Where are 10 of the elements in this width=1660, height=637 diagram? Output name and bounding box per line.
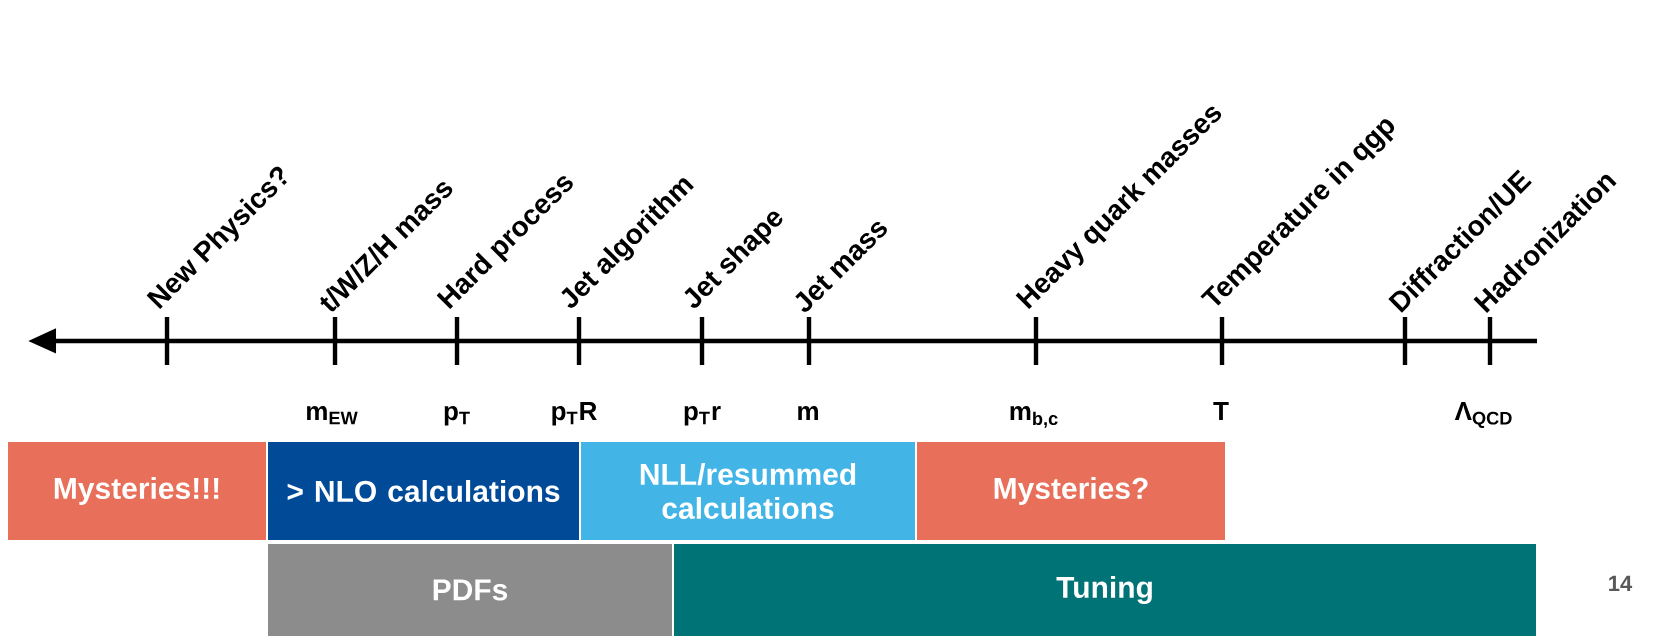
label-box: PDFs [266,542,674,637]
label-box: Tuning [672,542,1538,637]
page-number: 14 [1609,575,1633,591]
scale-value: Λ$_{QCD}$ [1454,402,1512,428]
scale-value: p$_{T}$R [552,402,597,426]
scale-value: m$_{EW}$ [307,406,358,425]
label-box: Mysteries!!! [6,440,268,542]
label-box: > NLO calculations [266,440,581,542]
label-box: Mysteries? [915,440,1227,542]
label-box: NLL/resummed calculations [579,440,917,542]
